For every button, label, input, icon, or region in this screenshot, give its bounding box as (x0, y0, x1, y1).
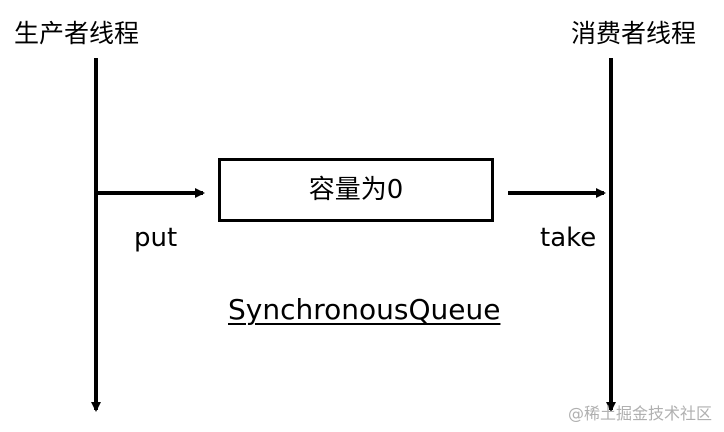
queue-name-label: SynchronousQueue (228, 293, 501, 326)
put-label: put (134, 223, 178, 253)
take-label: take (540, 223, 597, 253)
queue-box: 容量为0 (218, 158, 494, 222)
producer-thread-label: 生产者线程 (14, 19, 140, 48)
consumer-thread-label: 消费者线程 (571, 19, 697, 48)
queue-capacity-label: 容量为0 (308, 175, 404, 205)
watermark: @稀土掘金技术社区 (567, 404, 712, 423)
